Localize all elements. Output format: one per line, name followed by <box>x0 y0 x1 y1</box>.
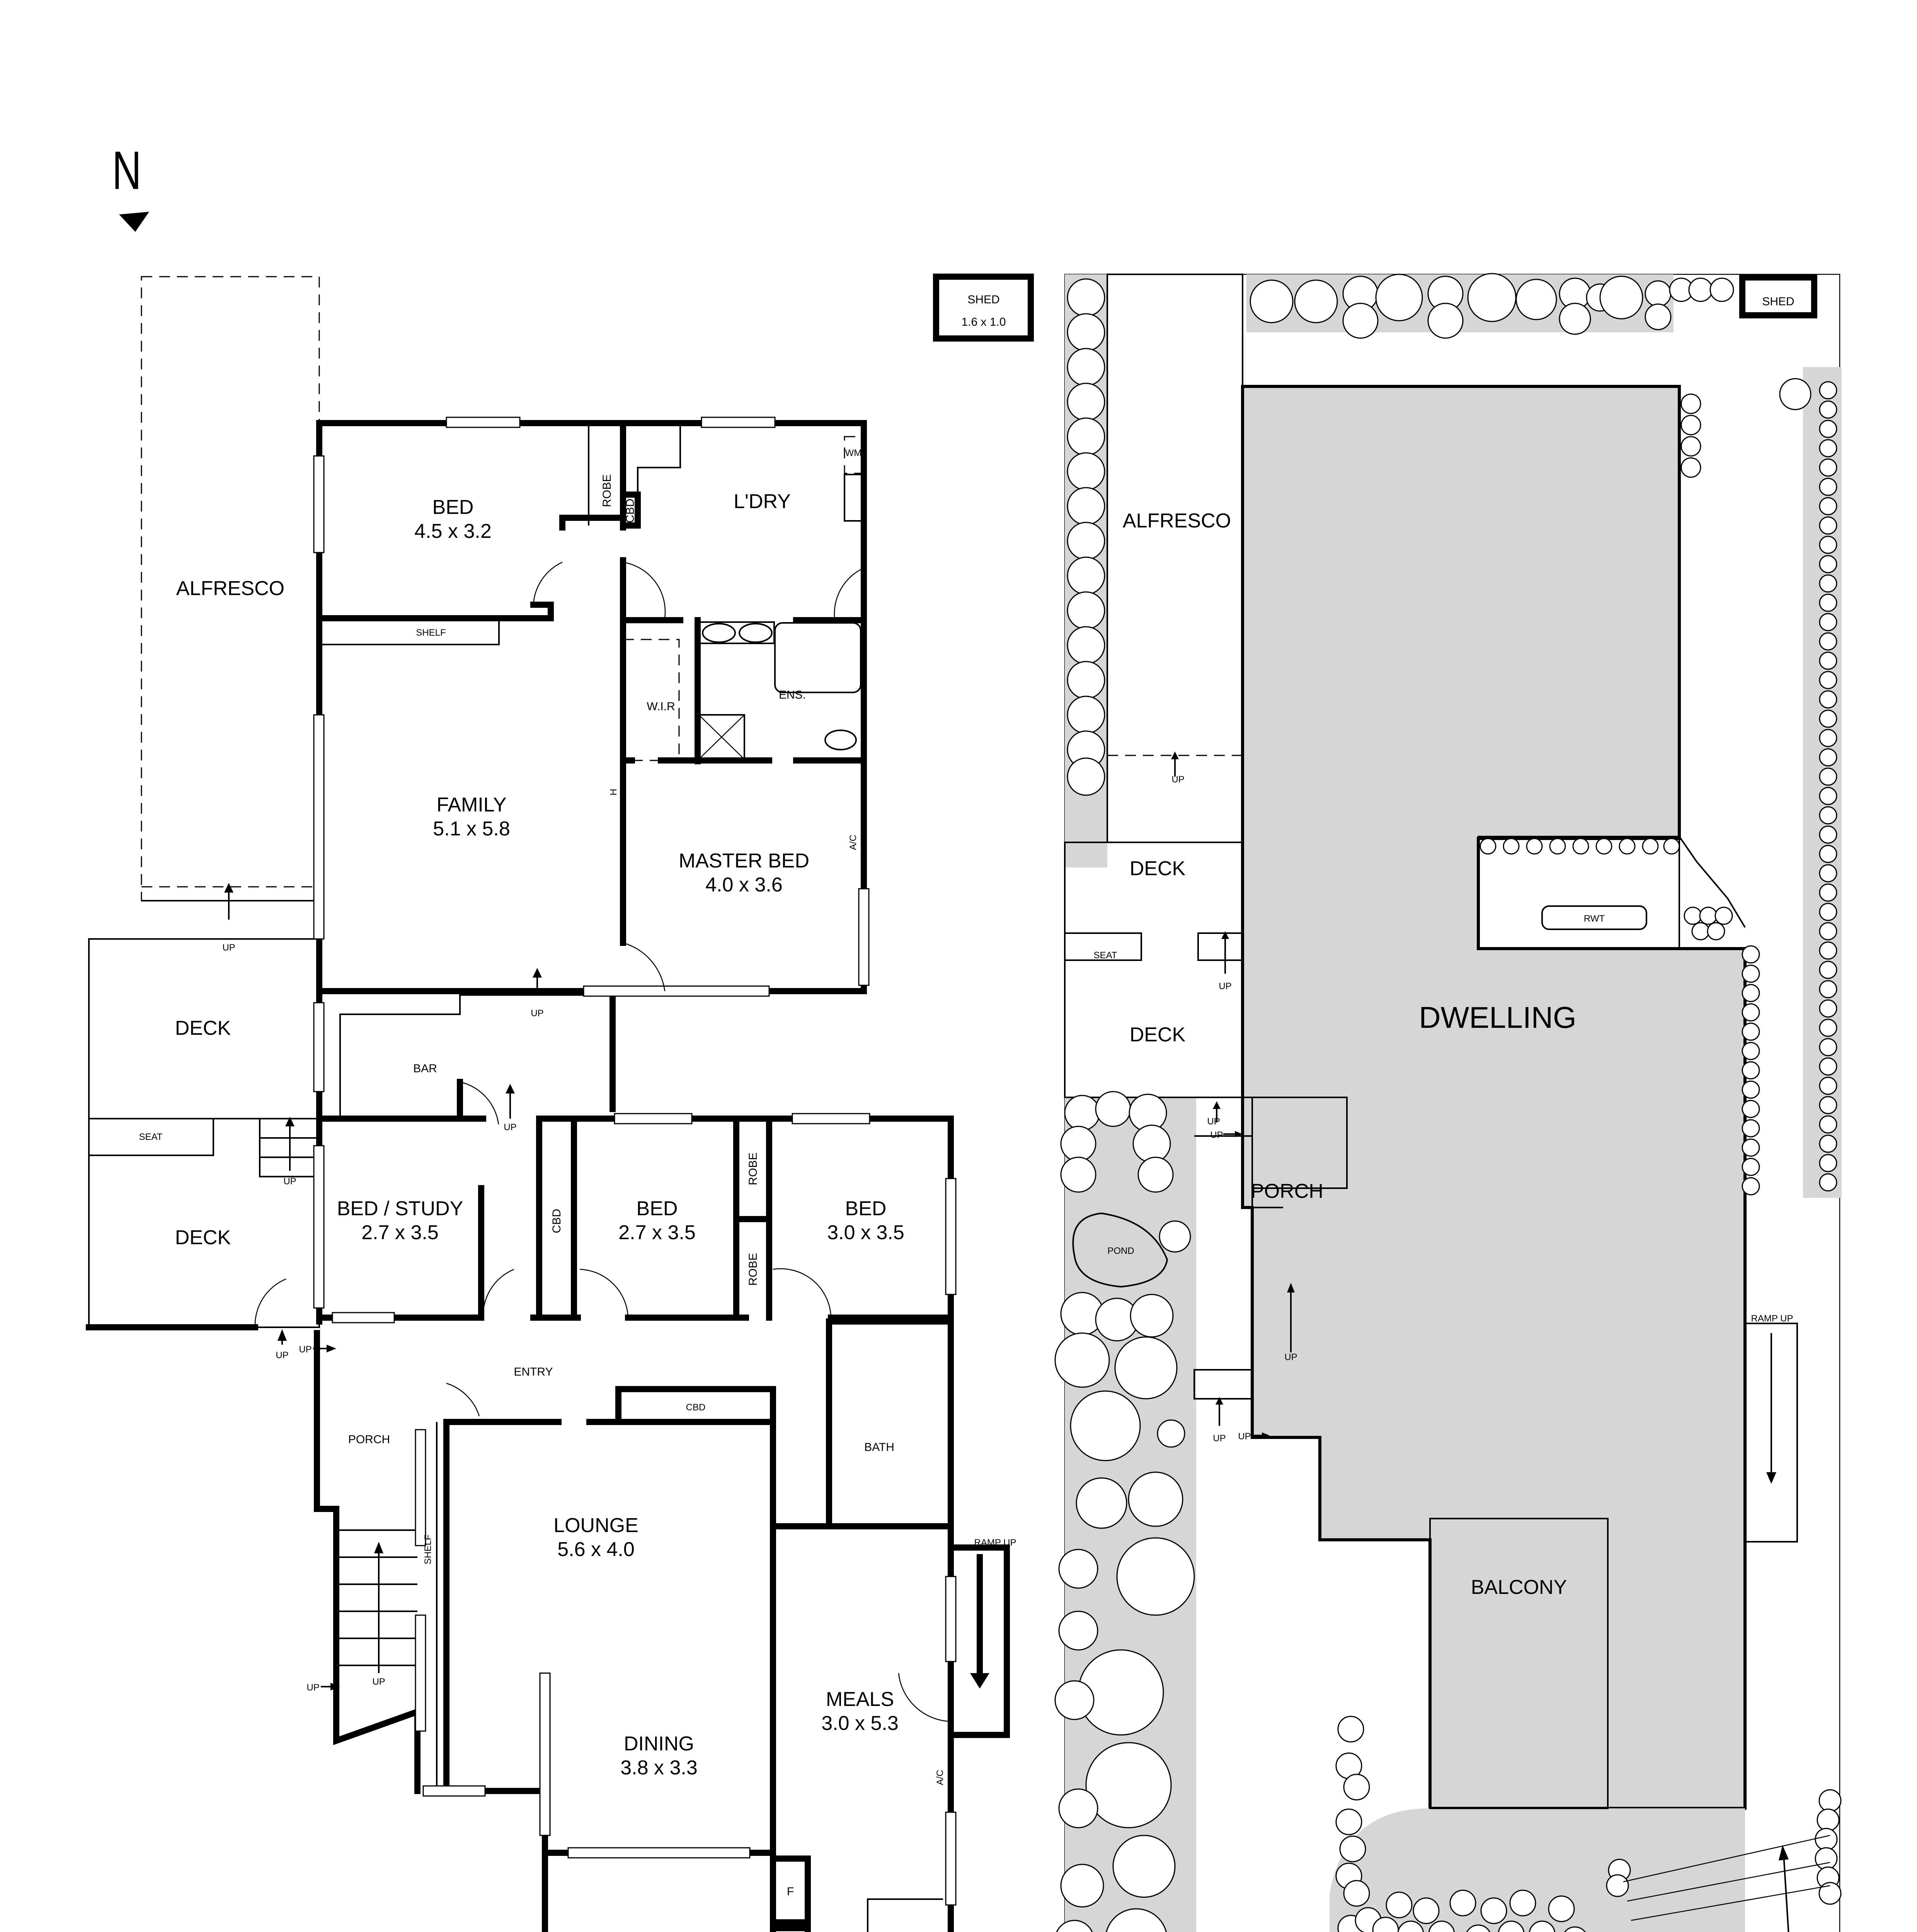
floor-room-lounge: LOUNGE <box>553 1514 638 1537</box>
site-balcony-label: BALCONY <box>1471 1576 1567 1599</box>
site-plan: SHED 1.6 x 1.0 SHED ALFRESCO DECK SEAT D… <box>933 273 1842 1932</box>
floor-room-bar: BAR <box>413 1062 437 1075</box>
floor-mark-h: H <box>608 789 619 795</box>
floor-room-alfresco: ALFRESCO <box>176 577 284 600</box>
tree-icon <box>1054 1091 1195 1932</box>
up-label: UP <box>1171 774 1184 785</box>
up-label: UP <box>306 1682 319 1693</box>
floor-room-entry: ENTRY <box>514 1366 553 1378</box>
floor-room-lounge-dims: 5.6 x 4.0 <box>557 1538 634 1561</box>
floor-room-bed3-dims: 3.0 x 3.5 <box>827 1221 904 1244</box>
floor-room-bath: BATH <box>864 1441 894 1454</box>
site-shed <box>1739 274 1817 318</box>
up-label: UP <box>283 1176 296 1187</box>
floor-room-dining-dims: 3.8 x 3.3 <box>620 1757 697 1779</box>
floor-room-shelf2: SHELF <box>423 1534 433 1564</box>
floor-fridge: F <box>787 1885 794 1898</box>
tree-icon <box>1680 378 1837 1192</box>
floor-mark-ac1: A/C <box>848 835 858 850</box>
floor-mark-ac2: A/C <box>935 1770 945 1785</box>
up-label: UP <box>1207 1116 1220 1127</box>
floor-room-deck-upper: DECK <box>175 1017 231 1039</box>
site-seat-label: SEAT <box>1094 950 1117 961</box>
floor-room-robe1: ROBE <box>601 474 613 507</box>
floor-room-bed3: BED <box>845 1197 887 1220</box>
up-label: UP <box>1219 981 1231 992</box>
site-shed-small-label: SHED <box>967 293 999 306</box>
floor-room-meals-dims: 3.0 x 5.3 <box>821 1712 898 1735</box>
site-shed-small <box>933 274 1034 342</box>
tree-icon <box>1250 273 1734 339</box>
floor-room-master-dims: 4.0 x 3.6 <box>705 874 782 896</box>
floor-room-cbd3: CBD <box>686 1402 706 1413</box>
site-alfresco-label: ALFRESCO <box>1123 510 1231 532</box>
site-shed-label: SHED <box>1762 295 1794 308</box>
site-shed-small-dims: 1.6 x 1.0 <box>961 316 1006 328</box>
floor-room-robe2: ROBE <box>747 1152 759 1185</box>
up-label: UP <box>531 1008 543 1019</box>
up-label: UP <box>372 1677 385 1687</box>
up-label: UP <box>1213 1433 1226 1444</box>
floor-room-bed2-dims: 2.7 x 3.5 <box>618 1221 695 1244</box>
site-porch-label: PORCH <box>1251 1180 1323 1202</box>
floor-room-bed-study: BED / STUDY <box>337 1197 463 1220</box>
floor-room-cbd1: CBD <box>624 498 637 523</box>
up-label: UP <box>222 942 235 953</box>
up-label: UP <box>1284 1352 1297 1362</box>
floor-room-ensuite: ENS. <box>779 689 806 701</box>
tree-icon <box>1335 1716 1842 1932</box>
tree-icon <box>1479 838 1760 1196</box>
floor-room-deck-lower: DECK <box>175 1226 231 1249</box>
floor-ramp-up: RAMP UP <box>974 1537 1016 1548</box>
floor-room-dining: DINING <box>624 1733 694 1755</box>
up-label: UP <box>1238 1431 1251 1442</box>
site-pond-label: POND <box>1107 1246 1134 1256</box>
site-ramp-label: RAMP UP <box>1751 1313 1793 1324</box>
floor-room-family: FAMILY <box>436 794 506 816</box>
up-label: UP <box>1210 1130 1223 1140</box>
floor-room-shelf1: SHELF <box>416 628 446 638</box>
up-label: UP <box>276 1350 288 1361</box>
floor-room-bed-study-dims: 2.7 x 3.5 <box>361 1221 438 1244</box>
floor-room-bed2: BED <box>637 1197 678 1220</box>
floor-plan: ALFRESCO BED 4.5 x 3.2 ROBE CBD L'DRY WM… <box>86 276 1016 1932</box>
floor-room-wir: W.I.R <box>647 700 675 713</box>
floor-room-master: MASTER BED <box>679 850 809 872</box>
up-label: UP <box>504 1122 516 1133</box>
floor-room-balcony: BALCONY <box>611 1930 707 1932</box>
tree-icon <box>1067 278 1105 796</box>
site-dwelling-label: DWELLING <box>1419 1000 1576 1034</box>
floor-room-meals: MEALS <box>826 1688 894 1711</box>
site-rwt-label: RWT <box>1584 913 1605 924</box>
site-deck-upper-label: DECK <box>1130 857 1186 880</box>
floor-room-family-dims: 5.1 x 5.8 <box>433 818 510 840</box>
north-arrow-icon <box>119 212 149 232</box>
floor-room-porch: PORCH <box>348 1433 390 1446</box>
floor-room-laundry: L'DRY <box>734 490 791 513</box>
site-deck-lower-label: DECK <box>1130 1024 1186 1046</box>
floor-room-seat: SEAT <box>139 1132 163 1142</box>
floor-room-robe3: ROBE <box>747 1253 759 1286</box>
floor-room-cbd2: CBD <box>550 1209 563 1233</box>
floor-room-wm: WM <box>845 448 862 458</box>
floor-room-bed1: BED <box>432 496 474 519</box>
up-label: UP <box>299 1344 312 1355</box>
floor-room-bed1-dims: 4.5 x 3.2 <box>414 520 491 543</box>
north-label: N <box>112 140 141 201</box>
